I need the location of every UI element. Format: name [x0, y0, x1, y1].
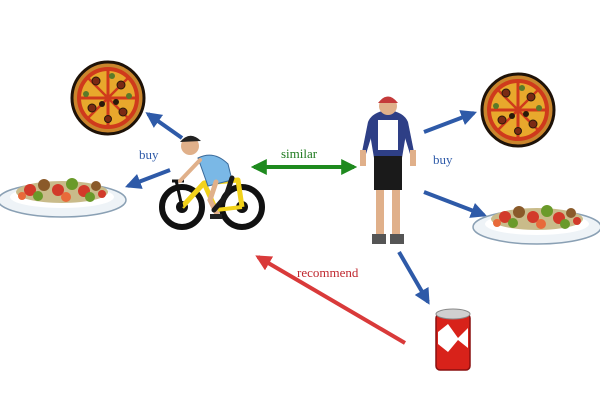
recommend-arrow [255, 255, 407, 345]
buy-arrow-left-pizza [145, 112, 184, 140]
similar-label: similar [281, 146, 318, 161]
salad-plate-icon [0, 177, 127, 218]
pizza-icon [480, 72, 556, 148]
soda-can-icon [435, 308, 471, 371]
salad-plate-icon [472, 204, 600, 245]
buy-label-right: buy [433, 152, 453, 167]
buy-label-left: buy [139, 147, 159, 162]
standing-cyclist-icon [360, 96, 416, 244]
cyclist-icon [159, 135, 265, 230]
buy-arrow-soda [397, 250, 430, 305]
buy-arrow-right-pizza [423, 110, 477, 134]
buy-arrow-left-salad [125, 168, 171, 189]
buy-arrow-right-salad [423, 190, 487, 218]
recommend-label: recommend [297, 265, 359, 280]
pizza-icon [70, 60, 146, 136]
